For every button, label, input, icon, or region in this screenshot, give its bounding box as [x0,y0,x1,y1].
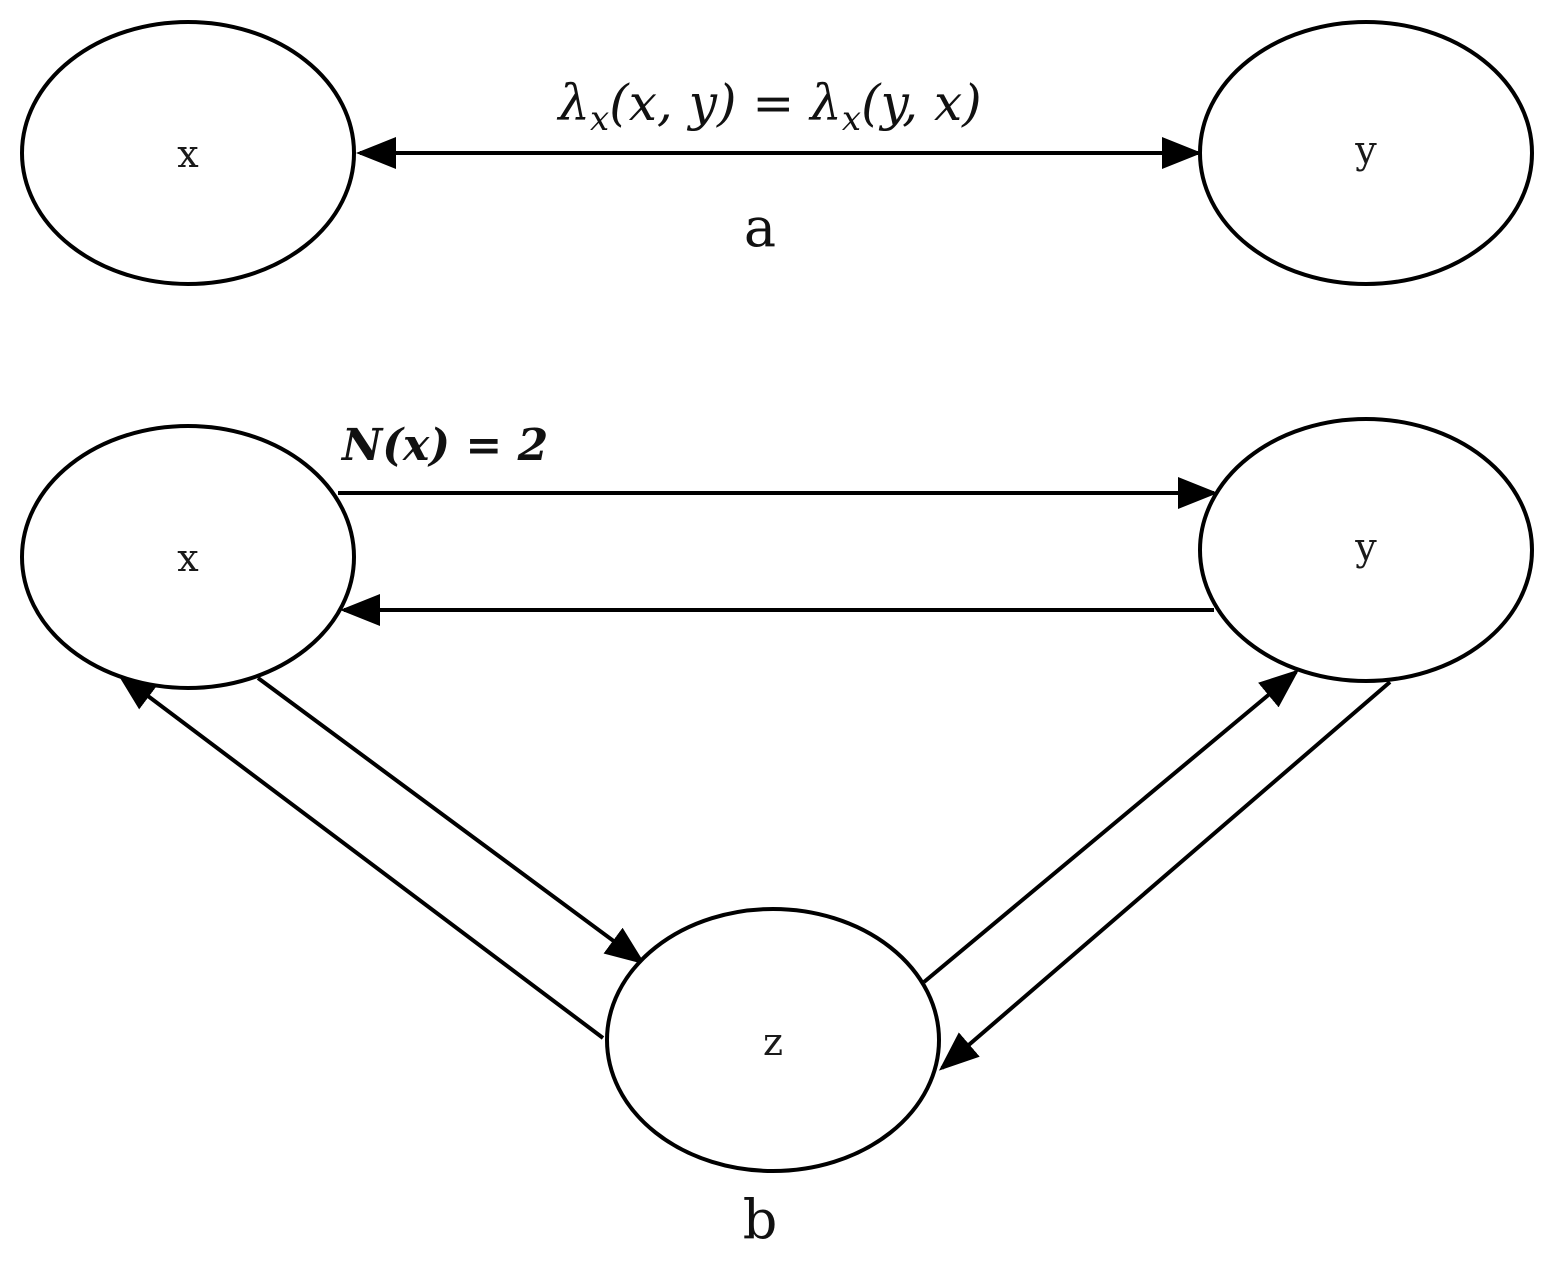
panel-b-label: b [743,1188,778,1251]
edge-a-annotation: λx(x, y) = λx(y, x) [556,74,981,139]
node-b-y [1198,417,1534,683]
lambda-lhs-subscript: x [590,99,609,139]
lambda-lhs: λ [556,74,590,132]
node-b-x-label: x [177,536,198,580]
node-b-y-label: y [1354,525,1377,569]
node-b-z-label: z [763,1020,783,1064]
panel-a-label: a [744,196,776,259]
node-b-z [605,907,941,1173]
edge-b-z-to-y [922,669,1300,984]
panel-b: x y z N(x) = 2 b [20,417,1534,1251]
edge-b-annotation: N(x) = 2 [340,420,548,471]
node-b-x [20,424,356,690]
equals-sign [736,74,752,132]
lambda-rhs: λ [808,74,842,132]
node-a-y-label: y [1354,128,1377,172]
edge-b-y-to-z [938,680,1392,1071]
lambda-lhs-args: (x, y) [609,74,736,132]
lambda-rhs-args: (y, x) [861,74,982,132]
edge-b-x-to-z [256,676,646,965]
lambda-rhs-subscript: x [842,99,861,139]
node-a-x-label: x [177,132,198,176]
node-a-y [1198,20,1534,286]
panel-a: x y λx(x, y) = λx(y, x) a [20,20,1534,286]
node-a-x [20,20,356,286]
edge-b-z-to-x [116,672,605,1040]
equals-symbol: = [752,74,794,132]
